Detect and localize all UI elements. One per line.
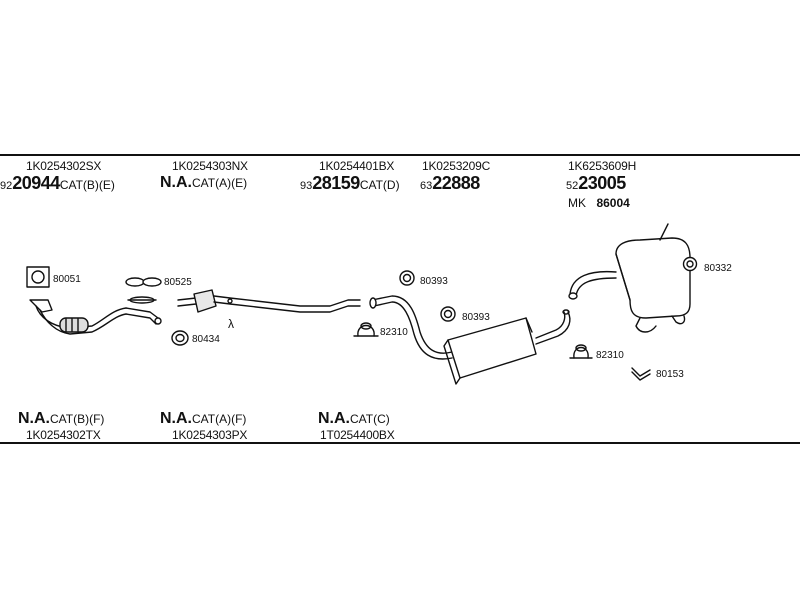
part-label-5: 5223005: [566, 173, 626, 194]
bottom-number-3: N.A.: [318, 410, 350, 427]
part-prefix-1: 92: [0, 180, 13, 192]
tag-80332: 80332: [704, 263, 732, 274]
rear-silencer-icon: [568, 223, 691, 333]
gasket-80525-icon: [125, 277, 162, 304]
hanger-80153-icon: [631, 367, 651, 381]
bottom-label-2: N.A.CAT(A)(F): [160, 410, 246, 428]
gasket-80393-a-icon: [399, 270, 415, 286]
bottom-number-1: N.A.: [18, 410, 50, 427]
bottom-label-3: N.A.CAT(C): [318, 410, 390, 428]
part-number-5: 23005: [578, 173, 626, 193]
part-extra-5: MK 86004: [568, 194, 630, 212]
bottom-number-2: N.A.: [160, 410, 192, 427]
part-prefix-3: 93: [300, 180, 313, 192]
part-number-3: 28159: [312, 173, 360, 193]
part-code-4: 1K0253209C: [422, 159, 491, 173]
gasket-80393-b-icon: [440, 306, 456, 322]
part-prefix-4: 63: [420, 180, 433, 192]
bottom-suffix-2: CAT(A)(F): [192, 412, 247, 426]
part-label-1: 9220944CAT(B)(E): [0, 173, 115, 194]
gasket-80332-icon: [682, 256, 698, 272]
tag-lambda: λ: [228, 317, 234, 331]
bottom-label-1: N.A.CAT(B)(F): [18, 410, 104, 428]
ring-80434-icon: [171, 330, 189, 346]
bottom-suffix-1: CAT(B)(F): [50, 412, 105, 426]
part-extra-label-5: MK: [568, 196, 586, 210]
gasket-80051-icon: [26, 266, 50, 288]
clamp-82310-a-icon: [353, 322, 379, 337]
tag-80393-b: 80393: [462, 312, 490, 323]
tag-80051: 80051: [53, 274, 81, 285]
tag-80393-a: 80393: [420, 276, 448, 287]
tag-80525: 80525: [164, 277, 192, 288]
part-suffix-1: CAT(B)(E): [59, 178, 115, 192]
part-extra-number-5: 86004: [596, 196, 630, 210]
part-label-3: 9328159CAT(D): [300, 173, 400, 194]
part-label-4: 6322888: [420, 173, 480, 194]
part-prefix-5: 52: [566, 180, 579, 192]
top-divider: [0, 154, 800, 156]
part-code-5: 1K6253609H: [568, 159, 637, 173]
part-number-1: 20944: [12, 173, 60, 193]
clamp-82310-b-icon: [569, 344, 593, 359]
tag-82310-b: 82310: [596, 350, 624, 361]
front-pipe-cat-icon: [29, 299, 162, 335]
bottom-code-2: 1K0254303PX: [172, 428, 248, 442]
part-suffix-3: CAT(D): [359, 178, 400, 192]
part-number-2: N.A.: [160, 174, 192, 191]
tag-80434: 80434: [192, 334, 220, 345]
bottom-code-3: 1T0254400BX: [320, 428, 395, 442]
tag-82310-a: 82310: [380, 327, 408, 338]
part-label-2: N.A.CAT(A)(E): [160, 174, 247, 192]
bottom-suffix-3: CAT(C): [350, 412, 390, 426]
centre-silencer-icon: [369, 295, 571, 385]
part-code-3: 1K0254401BX: [319, 159, 395, 173]
part-code-2: 1K0254303NX: [172, 159, 248, 173]
tag-80153: 80153: [656, 369, 684, 380]
part-suffix-2: CAT(A)(E): [192, 176, 248, 190]
mid-pipe-cat-icon: [177, 289, 361, 313]
bottom-code-1: 1K0254302TX: [26, 428, 101, 442]
bottom-divider: [0, 442, 800, 444]
part-code-1: 1K0254302SX: [26, 159, 102, 173]
part-number-4: 22888: [432, 173, 480, 193]
